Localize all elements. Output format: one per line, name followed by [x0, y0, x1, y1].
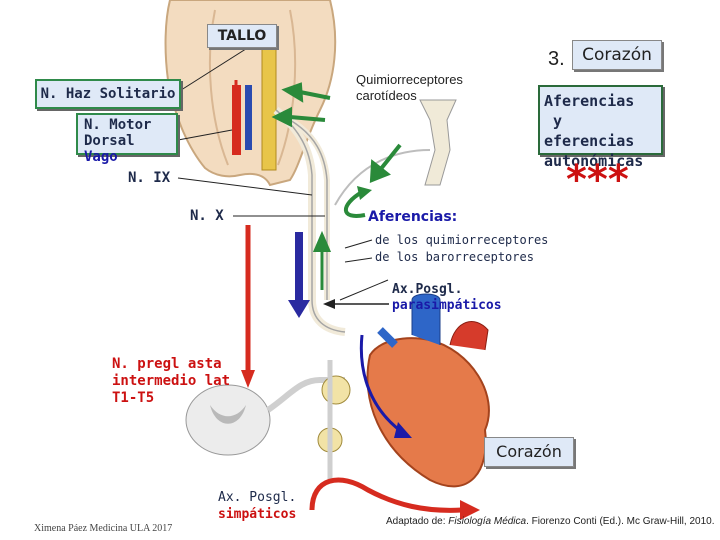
blue-arrow-to-heart — [359, 334, 403, 434]
green-hook-arrow — [343, 190, 366, 218]
red-curved-arrow-sympathetic — [309, 477, 463, 513]
ax-posgl-simpaticos-label: Ax. Posgl. simpáticos — [218, 490, 297, 522]
n-haz-solitario-label: N. Haz Solitario — [35, 79, 181, 109]
sympathetic-ganglion — [321, 375, 351, 405]
aferencias-title: Aferencias: — [368, 209, 458, 225]
corazon-title-box: Corazón — [572, 40, 662, 70]
credit-right: Adaptado de: Fisiología Médica. Fiorenzo… — [386, 516, 715, 527]
carotid-body — [419, 99, 457, 186]
label-leader-lines — [177, 39, 389, 301]
parasympathetic-blue-arrow — [288, 232, 310, 318]
corazon-heart-label: Corazón — [484, 437, 574, 467]
ax-posgl-parasimpaticos-label: Ax.Posgl. parasimpáticos — [392, 282, 502, 313]
heart-illustration — [366, 293, 490, 488]
solitary-nucleus-column — [261, 29, 277, 171]
aferencias-list: de los quimiorreceptores de los barorrec… — [375, 233, 549, 264]
credit-left: Ximena Páez Medicina ULA 2017 — [34, 523, 173, 534]
section-number: 3. — [548, 48, 565, 70]
stars-marker: *** — [566, 157, 629, 203]
n-motor-text: N. Motor — [84, 117, 152, 133]
dorsal-text: Dorsal — [84, 133, 135, 149]
afferent-green-arrows — [271, 82, 402, 290]
vago-text: Vago — [84, 149, 118, 165]
quimiorreceptores-label: Quimiorreceptores carotídeos — [356, 72, 463, 103]
n-pregl-label: N. pregl asta intermedio lat T1-T5 — [112, 356, 231, 406]
tallo-label: TALLO — [207, 24, 277, 48]
n-x-label: N. X — [190, 208, 224, 224]
aferencias-eferencias-box: Aferencias y eferencias autonómicas — [538, 85, 663, 170]
motor-nucleus-blue — [245, 85, 252, 150]
n-ix-label: N. IX — [128, 170, 171, 186]
n-motor-dorsal-vago-label: N. Motor Dorsal Vago — [76, 113, 178, 165]
